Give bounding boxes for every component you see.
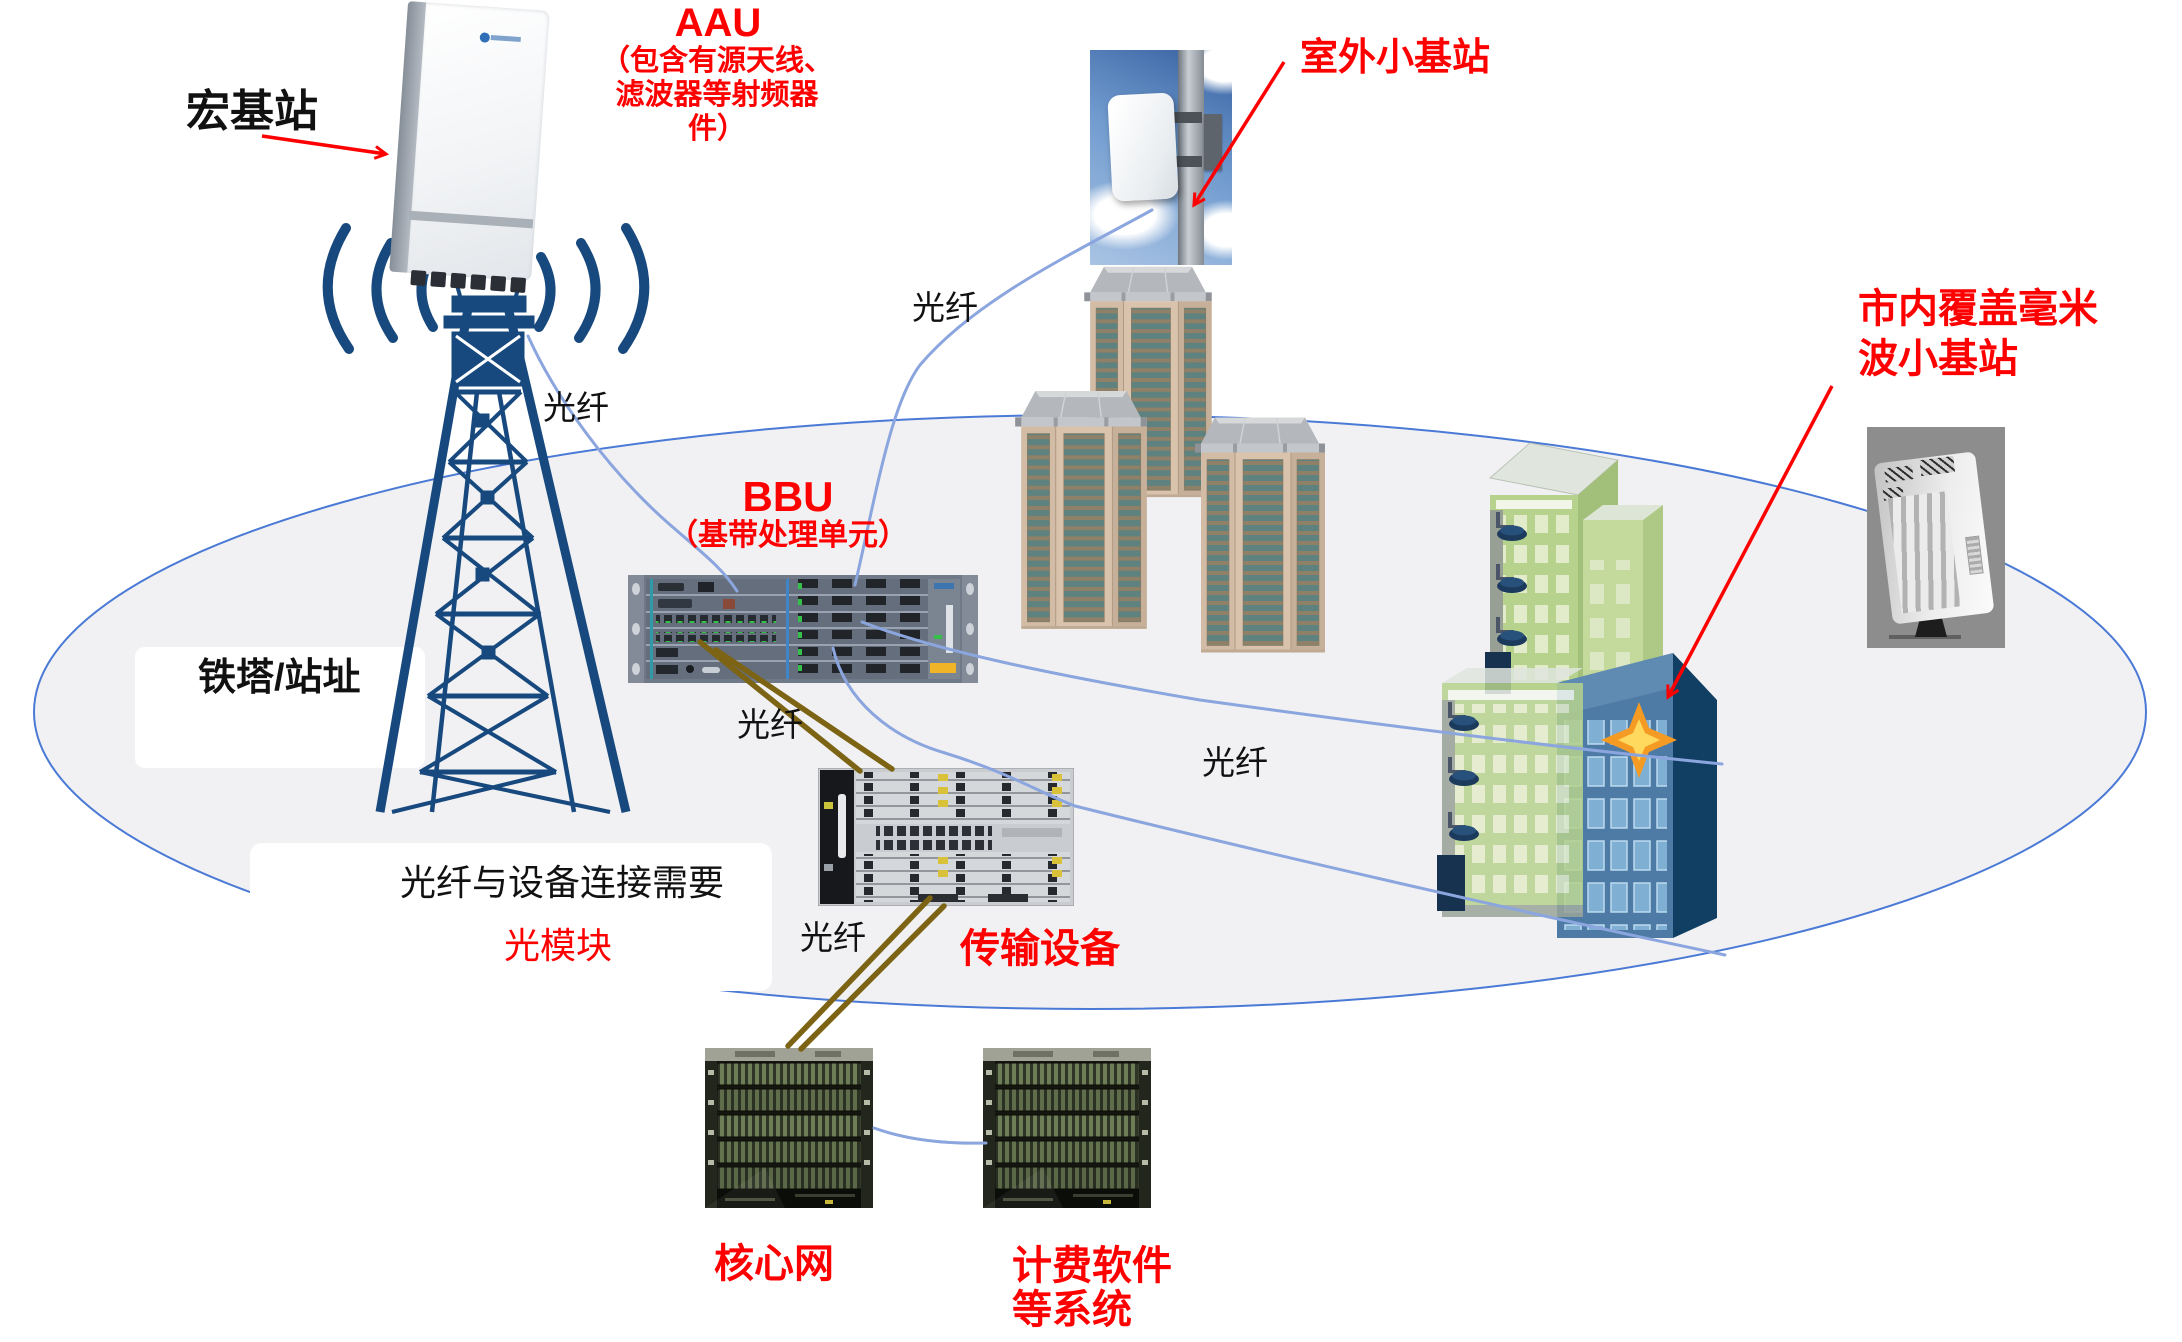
bbu-title-label: BBU (742, 473, 834, 520)
lattice-tower (375, 259, 631, 814)
fiber-label-bbu: 光纤 (737, 706, 803, 743)
outdoor-small-cell-photo (1090, 50, 1232, 265)
bbu-sub-label: （基带处理单元） (668, 519, 908, 552)
mmwave-small-cell-photo (1867, 427, 2005, 648)
city-buildings (1015, 266, 1325, 654)
bbu-rack-photo (628, 575, 978, 683)
aau-body (405, 2, 550, 282)
core-network-rack-photo (705, 1048, 873, 1208)
macro-station-label: 宏基站 (186, 87, 318, 136)
aau-title-label: AAU (674, 1, 762, 45)
billing-system-label: 计费软件 等系统 (1012, 1244, 1172, 1332)
optical-note-label: 光纤与设备连接需要 (400, 862, 725, 903)
pole-bracket (1204, 114, 1222, 170)
billing-system-rack-photo (983, 1048, 1151, 1208)
mmwave-device (1873, 451, 1995, 625)
arrow-macro-station (261, 134, 386, 154)
aau-sub-label: （包含有源天线、 滤波器等射频器 件） (600, 45, 833, 146)
indoor-coverage-buildings (1437, 442, 1717, 938)
fiber-label-tower: 光纤 (543, 389, 609, 426)
aau-unit-photo (389, 1, 552, 298)
core-network-label: 核心网 (714, 1242, 834, 1286)
fiber-label-transmission: 光纤 (800, 919, 866, 956)
transmission-equipment-photo (818, 768, 1074, 906)
outdoor-small-cell-label: 室外小基站 (1300, 37, 1491, 79)
optical-module-label: 光模块 (504, 925, 613, 966)
transmission-label: 传输设备 (960, 927, 1120, 971)
fiber-label-building: 光纤 (1202, 744, 1268, 781)
indoor-small-cell-cabinet (1437, 855, 1465, 911)
fiber-core-to-billing (872, 1126, 988, 1145)
tower-site-label: 铁塔/站址 (198, 657, 361, 699)
mmwave-small-cell-label: 市内覆盖毫米 波小基站 (1858, 287, 2098, 381)
fiber-label-smallcell: 光纤 (912, 289, 978, 326)
small-cell-radome (1107, 92, 1179, 202)
